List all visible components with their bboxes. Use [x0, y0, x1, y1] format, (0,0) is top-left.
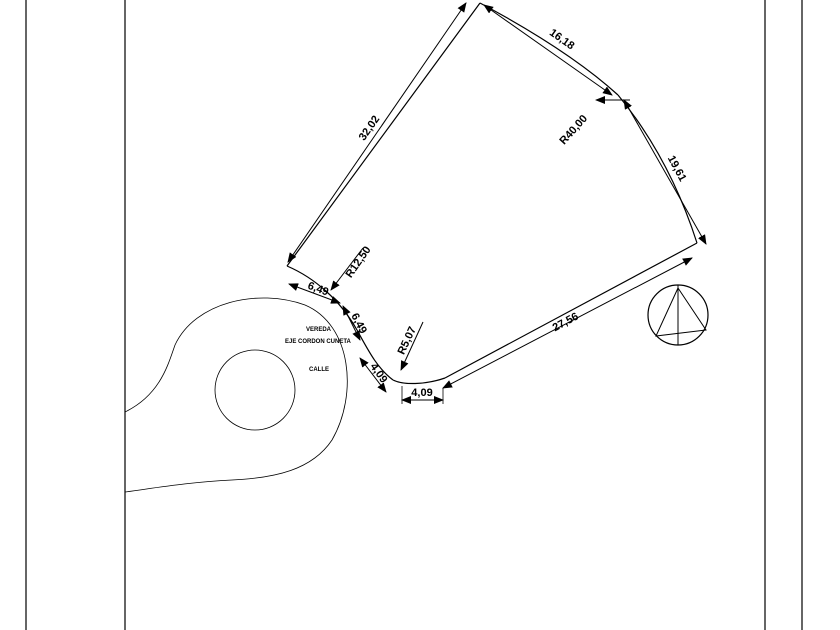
- sheet-border: [25, 0, 803, 630]
- radius-small: R5,07: [396, 325, 419, 357]
- label-eje-cordon-cuneta: EJE CORDON CUNETA: [285, 339, 352, 345]
- lot-outline: [286, 2, 698, 385]
- dimension-left: 32,02: [357, 114, 383, 143]
- label-vereda: VEREDA: [306, 327, 332, 333]
- cul-de-sac-island: [214, 349, 296, 431]
- dimension-bottom: 27,56: [551, 311, 581, 335]
- radius-big: R40,00: [557, 113, 590, 147]
- dimension-small-left: 4,09: [367, 361, 389, 385]
- cul-de-sac-outline: [124, 297, 348, 493]
- dimension-lower-left-a: 6,49: [306, 280, 330, 299]
- dimension-top: 16,18: [547, 27, 576, 53]
- dimension-right: 19,61: [665, 154, 689, 184]
- radius-mid: R12,50: [343, 244, 373, 280]
- dimension-small-bottom: 4,09: [411, 387, 432, 399]
- label-calle: CALLE: [309, 367, 329, 373]
- north-arrow-icon: [647, 284, 709, 346]
- dimension-lines: [287, 2, 707, 404]
